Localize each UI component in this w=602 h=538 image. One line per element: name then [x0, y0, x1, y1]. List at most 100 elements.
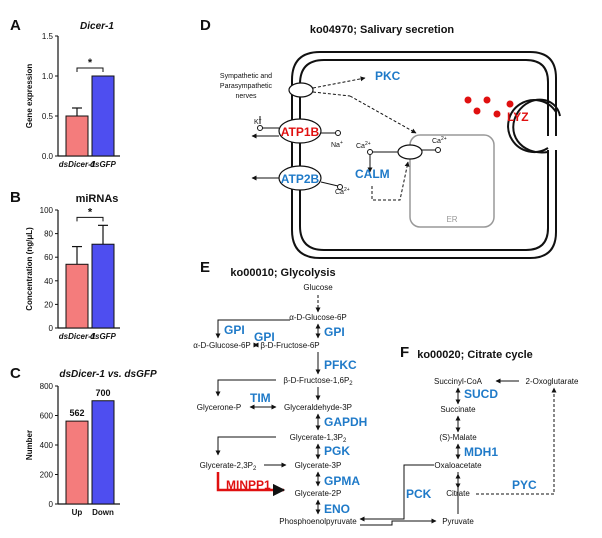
receptor	[288, 82, 314, 98]
y-tick-label: 0.5	[42, 112, 54, 121]
panel-d-letter: D	[200, 17, 211, 34]
category-label: dsGFP	[90, 332, 116, 341]
secretory-vesicle	[507, 99, 557, 153]
metabolite-glucose: Glucose	[303, 283, 333, 292]
bar-down	[91, 400, 115, 505]
enzyme-gapdh: GAPDH	[324, 415, 367, 429]
y-axis-label: Number	[25, 430, 34, 460]
y-axis-label: Gene expression	[25, 64, 34, 129]
metabolite-a-glucose-6p-left: α-D-Glucose-6P	[193, 341, 251, 350]
bar-dsgfp	[91, 75, 115, 157]
y-axis-label: Concentration (ng/μL)	[25, 227, 34, 311]
y-tick-label: 40	[44, 277, 53, 286]
ion-na: Na+	[331, 140, 343, 149]
metabolite-glycerate-2p: Glycerate-2P	[295, 489, 342, 498]
gene-pkc: PKC	[375, 69, 401, 83]
metabolite-succinate: Succinate	[440, 405, 476, 414]
y-tick-label: 400	[40, 441, 54, 450]
panel-f: F ko00020; Citrate cycle Succinyl-CoA 2-…	[359, 344, 579, 526]
y-tick-label: 60	[44, 253, 53, 262]
lyz-granules	[464, 96, 514, 118]
metabolite-glycerone-p: Glycerone-P	[197, 403, 241, 412]
y-tick-label: 1.0	[42, 72, 54, 81]
gene-calm: CALM	[355, 167, 390, 181]
category-label: dsGFP	[90, 160, 116, 169]
nerve-label-1: Sympathetic and	[220, 73, 272, 80]
y-tick-label: 20	[44, 300, 53, 309]
ion-ca-cyto: Ca2+	[356, 141, 371, 150]
significance-star: *	[88, 206, 93, 218]
nerve-label-2: Parasympathetic	[220, 83, 273, 90]
data-label: 700	[95, 388, 110, 398]
panel-f-letter: F	[400, 344, 409, 361]
y-tick-label: 100	[40, 206, 54, 215]
enzyme-eno: ENO	[324, 502, 350, 516]
enzyme-pck: PCK	[406, 487, 432, 501]
significance-bracket	[76, 216, 104, 222]
significance-bracket	[76, 67, 104, 72]
y-tick-label: 200	[40, 471, 54, 480]
data-label: 562	[69, 408, 84, 418]
ion-k: K+	[254, 117, 262, 126]
category-label: dsDicer-1	[59, 160, 96, 169]
nerve-label-3: nerves	[235, 93, 257, 100]
metabolite-glycerate-23p2: Glycerate-2,3P2	[200, 461, 257, 472]
cell-membrane	[291, 51, 561, 259]
metabolite-a-glucose-6p: α-D-Glucose-6P	[289, 313, 347, 322]
y-tick-label: 600	[40, 412, 54, 421]
enzyme-sucd: SUCD	[464, 387, 498, 401]
enzyme-gpma: GPMA	[324, 474, 360, 488]
panel-d: D ko04970; Salivary secretion LYZ ER	[200, 17, 561, 259]
gene-atp2b: ATP2B	[281, 172, 320, 186]
enzyme-pyc: PYC	[512, 478, 537, 492]
metabolite-glycerate-13p2: Glycerate-1,3P2	[290, 433, 347, 444]
panel-e-letter: E	[200, 259, 210, 276]
y-tick-label: 80	[44, 230, 53, 239]
metabolite-phosphoenolpyruvate: Phosphoenolpyruvate	[279, 517, 357, 526]
enzyme-gpi-3: GPI	[254, 330, 275, 344]
panel-e: E ko00010; Glycolysis Glucose α-D-Glucos…	[193, 259, 367, 526]
panel-e-title: ko00010; Glycolysis	[230, 267, 335, 279]
metabolite-glycerate-3p: Glycerate-3P	[295, 461, 342, 470]
y-tick-label: 0	[49, 324, 54, 333]
panel-d-title: ko04970; Salivary secretion	[310, 24, 455, 36]
enzyme-pgk: PGK	[324, 444, 350, 458]
enzyme-minpp1: MINPP1	[226, 478, 271, 492]
y-tick-label: 800	[40, 382, 54, 391]
panel-b-title: miRNAs	[76, 193, 119, 205]
enzyme-tim: TIM	[250, 391, 271, 405]
category-label: Down	[92, 508, 114, 517]
er-compartment	[409, 134, 495, 228]
gene-lyz: LYZ	[507, 110, 529, 124]
panel-c-title: dsDicer-1 vs. dsGFP	[59, 369, 157, 380]
metabolite-b-fructose-6p: β-D-Fructose-6P	[260, 341, 319, 350]
ion-ca-er: Ca2+	[432, 136, 447, 145]
panel-c-letter: C	[10, 365, 21, 382]
panel-f-title: ko00020; Citrate cycle	[417, 349, 533, 361]
metabolite-2-oxoglutarate: 2-Oxoglutarate	[526, 377, 579, 386]
bar-up	[65, 420, 89, 505]
bar-dsdicer-1	[65, 263, 89, 329]
metabolite-glyceraldehyde-3p: Glyceraldehyde-3P	[284, 403, 352, 412]
category-label: dsDicer-1	[59, 332, 96, 341]
category-label: Up	[72, 508, 83, 517]
metabolite-pyruvate: Pyruvate	[442, 517, 474, 526]
metabolite-succinyl-coa: Succinyl-CoA	[434, 377, 483, 386]
y-tick-label: 0.0	[42, 152, 54, 161]
enzyme-pfkc: PFKC	[324, 358, 357, 372]
panel-a-title: Dicer-1	[80, 21, 114, 32]
enzyme-gpi-1: GPI	[224, 323, 245, 337]
enzyme-gpi-2: GPI	[324, 325, 345, 339]
bar-dsdicer-1	[65, 115, 89, 157]
bar-dsgfp	[91, 243, 115, 329]
panel-b-letter: B	[10, 189, 21, 206]
gene-atp1b: ATP1B	[281, 125, 320, 139]
er-label: ER	[446, 215, 457, 224]
metabolite-s-malate: (S)-Malate	[439, 433, 477, 442]
metabolite-oxaloacetate: Oxaloacetate	[434, 461, 482, 470]
ca-channel	[397, 144, 423, 160]
y-tick-label: 1.5	[42, 32, 54, 41]
atp1b-pump	[278, 118, 322, 144]
